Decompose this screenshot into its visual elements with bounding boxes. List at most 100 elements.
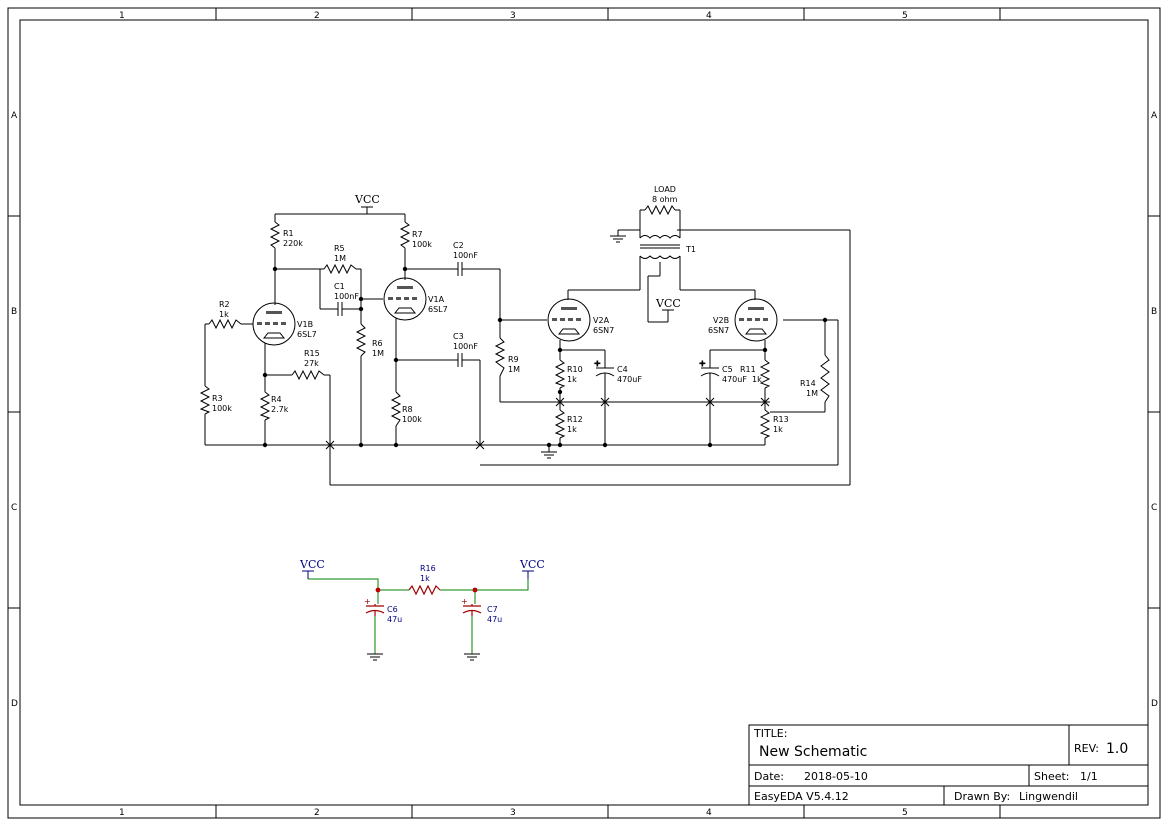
r8-value: 100k xyxy=(402,415,422,424)
r5-ref: R5 xyxy=(334,244,345,253)
r1-value: 220k xyxy=(283,239,303,248)
row-label-left-d: D xyxy=(11,699,18,709)
c3-ref: C3 xyxy=(453,332,464,341)
c7-body: + xyxy=(461,597,482,616)
c2-body xyxy=(456,262,464,276)
r15-ref: R15 xyxy=(304,349,320,358)
vcc-filter-left: VCC xyxy=(299,558,325,579)
resistor-bodies xyxy=(199,204,830,439)
r10-body xyxy=(554,359,566,389)
r13-ref: R13 xyxy=(773,415,789,424)
title-label: TITLE: xyxy=(753,727,787,740)
t1-ref: T1 xyxy=(685,245,696,254)
r4-body xyxy=(259,391,271,421)
r12-ref: R12 xyxy=(567,415,583,424)
vcc-transformer-label: VCC xyxy=(655,297,681,310)
col-label-top-5: 5 xyxy=(902,11,908,21)
v1a-ref: V1A xyxy=(428,295,445,304)
row-label-right-a: A xyxy=(1151,111,1158,121)
svg-text:+: + xyxy=(594,359,601,368)
svg-text:+: + xyxy=(461,597,468,606)
c1-body xyxy=(336,302,344,316)
ground-symbol-main xyxy=(541,451,557,459)
svg-text:+: + xyxy=(699,359,706,368)
v2a-value: 6SN7 xyxy=(593,326,614,335)
amp-wires xyxy=(204,209,851,486)
c4-value: 470uF xyxy=(617,375,642,384)
filter-junction-right xyxy=(472,587,478,593)
filter-junction-left xyxy=(375,587,381,593)
c5-body: + xyxy=(699,359,720,380)
r9-ref: R9 xyxy=(508,355,519,364)
drawn-by-value: Lingwendil xyxy=(1019,790,1078,803)
date-value: 2018-05-10 xyxy=(804,770,868,783)
drawn-by-label: Drawn By: xyxy=(954,790,1010,803)
row-label-right-c: C xyxy=(1151,503,1157,513)
col-label-top-2: 2 xyxy=(314,11,320,21)
c4-ref: C4 xyxy=(617,365,628,374)
v1a-value: 6SL7 xyxy=(428,305,448,314)
tube-v2a xyxy=(547,298,591,342)
filter-grounds xyxy=(367,653,480,661)
r1-body xyxy=(269,221,281,249)
software-version: EasyEDA V5.4.12 xyxy=(754,790,849,803)
r16-ref: R16 xyxy=(420,564,436,573)
row-label-left-b: B xyxy=(11,307,17,317)
ground-symbol-load xyxy=(610,230,626,243)
filter-circuit: VCC VCC + + xyxy=(299,558,545,661)
col-label-bottom-5: 5 xyxy=(902,808,908,818)
c2-ref: C2 xyxy=(453,241,464,250)
r14-body xyxy=(820,354,830,403)
svg-text:+: + xyxy=(364,597,371,606)
col-label-bottom-3: 3 xyxy=(510,808,516,818)
c5-ref: C5 xyxy=(722,365,733,374)
vcc-main-label: VCC xyxy=(354,193,380,206)
r7-ref: R7 xyxy=(412,230,423,239)
vcc-filter-right-label: VCC xyxy=(519,558,545,571)
col-label-bottom-4: 4 xyxy=(706,808,712,818)
row-label-left-a: A xyxy=(11,111,18,121)
r16-body xyxy=(408,584,441,596)
col-label-bottom-1: 1 xyxy=(119,808,125,818)
v2b-value: 6SN7 xyxy=(708,326,729,335)
junction-dots xyxy=(262,266,828,448)
sheet-frame: 1 2 3 4 5 1 2 3 4 5 A B C D A B C D xyxy=(7,7,1161,819)
c4-body: + xyxy=(594,359,615,380)
r11-value: 1k xyxy=(752,375,762,384)
r5-body xyxy=(323,263,357,275)
r7-value: 100k xyxy=(412,240,432,249)
c1-value: 100nF xyxy=(334,292,359,301)
r10-value: 1k xyxy=(567,375,577,384)
c6-ref: C6 xyxy=(387,605,398,614)
component-labels: R1 220k R2 1k R3 100k R4 2.7k R5 1M R6 1… xyxy=(212,185,818,434)
r3-value: 100k xyxy=(212,404,232,413)
r3-ref: R3 xyxy=(212,394,223,403)
amplifier-circuit: VCC xyxy=(199,185,851,486)
v1b-ref: V1B xyxy=(297,320,313,329)
tube-v2b xyxy=(734,298,778,342)
r14-value: 1M xyxy=(806,389,818,398)
v1b-value: 6SL7 xyxy=(297,330,317,339)
sheet-value: 1/1 xyxy=(1080,770,1098,783)
load-value: 8 ohm xyxy=(652,195,678,204)
r12-value: 1k xyxy=(567,425,577,434)
load-body xyxy=(644,204,676,216)
c5-value: 470uF xyxy=(722,375,747,384)
r3-body xyxy=(199,385,211,415)
r8-ref: R8 xyxy=(402,405,413,414)
rev-label: REV: xyxy=(1074,742,1099,755)
title-value: New Schematic xyxy=(759,744,867,760)
r4-ref: R4 xyxy=(271,395,282,404)
c7-value: 47u xyxy=(487,615,502,624)
r6-body xyxy=(355,323,367,357)
r5-value: 1M xyxy=(334,254,346,263)
crossover-markers xyxy=(325,397,770,450)
r16-value: 1k xyxy=(420,574,430,583)
rev-value: 1.0 xyxy=(1106,741,1128,757)
vcc-main: VCC xyxy=(354,193,380,214)
r11-body xyxy=(759,359,771,389)
row-label-right-b: B xyxy=(1151,307,1157,317)
r13-body xyxy=(759,409,771,439)
date-label: Date: xyxy=(754,770,784,783)
